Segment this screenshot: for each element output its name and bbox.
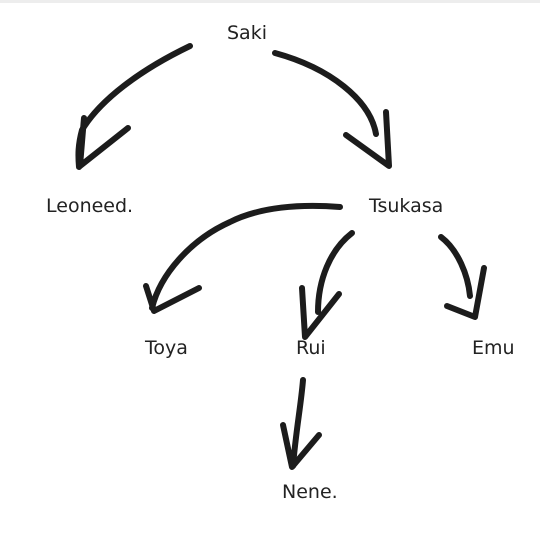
arrow-tsukasa-to-toya (143, 202, 343, 314)
node-rui: Rui (296, 337, 326, 359)
arrow-saki-to-tsukasa (272, 50, 392, 169)
node-leoneed: Leoneed. (46, 195, 134, 217)
node-nene: Nene. (282, 481, 338, 503)
node-emu: Emu (472, 337, 515, 359)
node-tsukasa: Tsukasa (369, 195, 444, 217)
top-edge (0, 0, 540, 3)
arrow-saki-to-leoneed (75, 43, 193, 170)
node-toya: Toya (145, 337, 188, 359)
arrow-tsukasa-to-emu (438, 234, 487, 320)
arrow-rui-to-nene (280, 377, 322, 470)
arrow-tsukasa-to-rui (299, 230, 355, 340)
node-saki: Saki (227, 22, 267, 44)
